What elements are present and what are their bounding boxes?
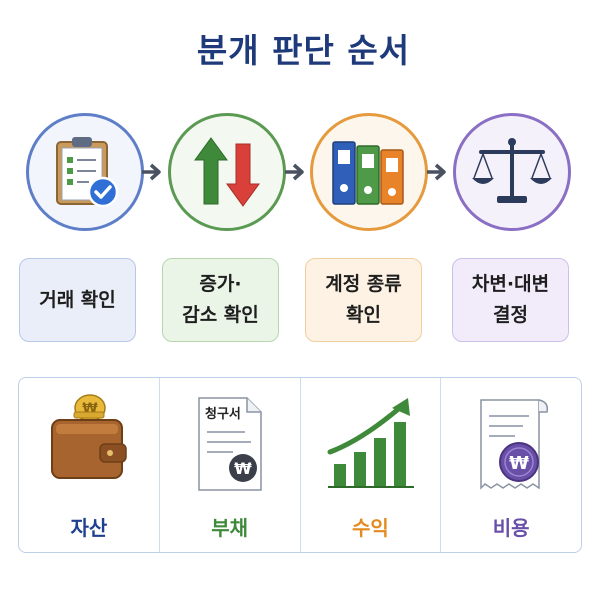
step-2-circle <box>168 113 286 231</box>
step-1-label: 거래 확인 <box>19 258 136 342</box>
step-1-circle <box>26 113 144 231</box>
wallet-coin-icon: ₩ <box>50 394 127 479</box>
binders-icon <box>332 141 404 205</box>
svg-text:₩: ₩ <box>509 453 529 474</box>
category-label: 비용 <box>492 516 530 540</box>
arrow-right-icon <box>285 163 304 181</box>
receipt-won-icon: ₩ <box>480 399 549 490</box>
arrow-right-icon <box>427 163 446 181</box>
step-2-label: 증가· 감소 확인 <box>162 258 279 342</box>
step-4-circle <box>453 113 571 231</box>
arrow-right-icon <box>142 163 161 181</box>
step-4-label: 차변·대변 결정 <box>452 258 569 342</box>
category-label: 부채 <box>211 516 249 540</box>
page-title: 분개 판단 순서 <box>196 31 411 70</box>
category-liability: 청구서 ₩ 부채 <box>160 378 301 552</box>
step-3-label: 계정 종류 확인 <box>305 258 422 342</box>
category-label: 자산 <box>70 516 108 540</box>
up-down-arrows-icon <box>194 137 260 207</box>
step-3-circle <box>310 113 428 231</box>
category-revenue: 수익 <box>301 378 442 552</box>
invoice-won-icon: 청구서 ₩ <box>197 397 262 491</box>
account-categories-panel: ₩ 자산 청구서 ₩ 부채 <box>18 377 582 553</box>
growth-chart-icon <box>327 398 415 488</box>
category-asset: ₩ 자산 <box>19 378 160 552</box>
clipboard-check-icon <box>56 137 119 208</box>
category-label: 수익 <box>351 516 389 540</box>
svg-text:₩: ₩ <box>234 459 252 478</box>
svg-text:청구서: 청구서 <box>205 406 241 422</box>
balance-scale-icon <box>472 138 552 203</box>
category-expense: ₩ 비용 <box>441 378 581 552</box>
